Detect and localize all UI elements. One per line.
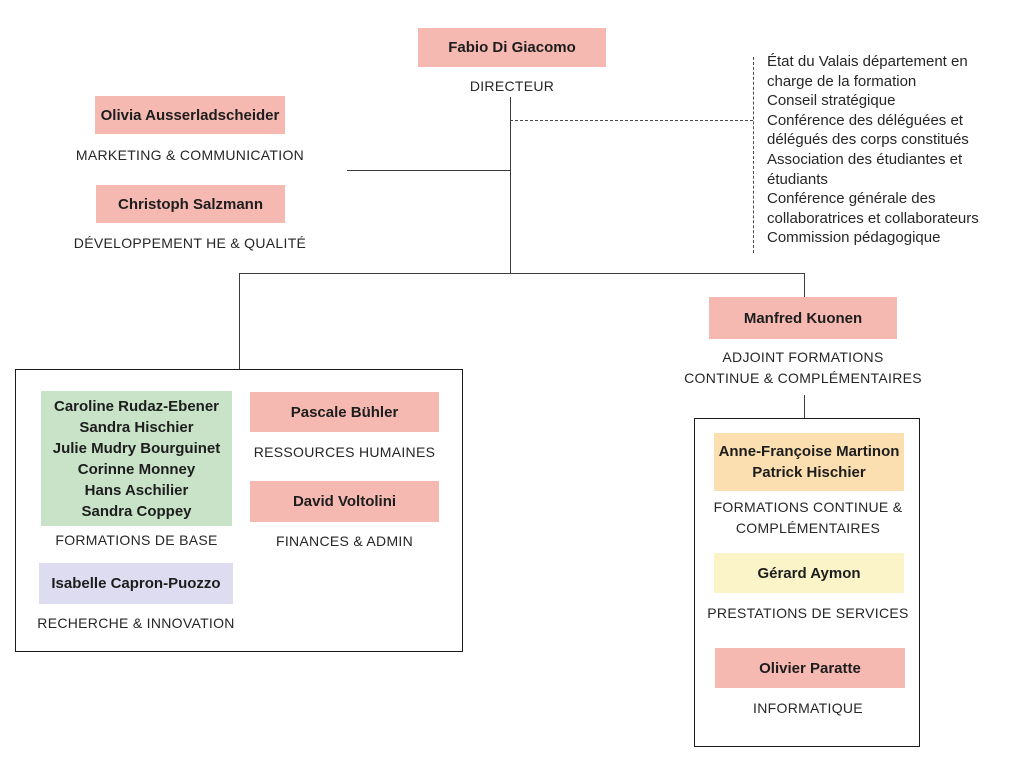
prestations-name-box: Gérard Aymon (714, 553, 904, 593)
connector-director-vertical (510, 97, 511, 273)
finances-admin-role-label: FINANCES & ADMIN (275, 533, 414, 549)
connector-adjoint-vertical (804, 395, 805, 418)
adjoint-role-label: ADJOINT FORMATIONS CONTINUE & COMPLÉMENT… (683, 347, 923, 389)
finances-admin-name: David Voltolini (292, 493, 397, 510)
member-name: Sandra Hischier (79, 418, 194, 436)
marketing-name-box: Olivia Ausserladscheider (95, 96, 285, 134)
advisory-item: Conférence générale des collaboratrices … (767, 190, 979, 227)
connector-left-branch-vertical (239, 273, 240, 369)
informatique-name: Olivier Paratte (759, 659, 861, 677)
marketing-name: Olivia Ausserladscheider (100, 106, 280, 124)
development-name: Christoph Salzmann (117, 195, 263, 213)
informatique-name-box: Olivier Paratte (715, 648, 905, 688)
marketing-role-label: MARKETING & COMMUNICATION (75, 147, 305, 163)
connector-right-branch-vertical (804, 273, 805, 298)
member-name: Sandra Coppey (81, 502, 192, 520)
formations-continue-role-line1: FORMATIONS CONTINUE & (713, 499, 903, 515)
advisory-item: État du Valais département en charge de … (767, 53, 968, 90)
advisory-item: Association des étudiantes et étudiants (767, 150, 963, 188)
formations-continue-members-box: Anne-Françoise Martinon Patrick Hischier (714, 433, 904, 491)
adjoint-name-box: Manfred Kuonen (709, 297, 897, 339)
advisory-item: Commission pédagogique (767, 229, 941, 247)
member-name: Anne-Françoise Martinon (718, 443, 900, 460)
adjoint-role-line2: CONTINUE & COMPLÉMENTAIRES (684, 370, 922, 386)
member-name: Corinne Monney (77, 460, 196, 478)
member-name: Julie Mudry Bourguinet (52, 439, 221, 457)
informatique-role-label: INFORMATIQUE (753, 700, 863, 716)
adjoint-role-line1: ADJOINT FORMATIONS (722, 349, 884, 365)
development-name-box: Christoph Salzmann (96, 185, 285, 223)
recherche-innovation-name-box: Isabelle Capron-Puozzo (39, 563, 233, 604)
director-role-label: DIRECTEUR (469, 78, 555, 94)
director-name-box: Fabio Di Giacomo (418, 28, 606, 67)
member-name: Hans Aschilier (84, 481, 189, 499)
prestations-name: Gérard Aymon (757, 564, 861, 582)
advisory-item: Conseil stratégique (767, 92, 896, 110)
advisory-dashed-vertical (753, 57, 754, 253)
ressources-humaines-role-label: RESSOURCES HUMAINES (253, 444, 436, 460)
ressources-humaines-name: Pascale Bühler (290, 403, 399, 421)
connector-staff-horizontal (347, 170, 510, 171)
formations-continue-role-label: FORMATIONS CONTINUE & COMPLÉMENTAIRES (695, 497, 921, 539)
adjoint-name: Manfred Kuonen (743, 309, 863, 327)
formations-continue-role-line2: COMPLÉMENTAIRES (735, 520, 881, 536)
formations-de-base-members-box: Caroline Rudaz-Ebener Sandra Hischier Ju… (41, 391, 232, 526)
formations-de-base-role-label: FORMATIONS DE BASE (55, 532, 218, 548)
left-unit-panel: Caroline Rudaz-Ebener Sandra Hischier Ju… (15, 369, 463, 652)
connector-main-horizontal (239, 273, 805, 274)
finances-admin-name-box: David Voltolini (250, 481, 439, 522)
ressources-humaines-name-box: Pascale Bühler (250, 392, 439, 432)
recherche-innovation-role-label: RECHERCHE & INNOVATION (37, 615, 235, 631)
director-name: Fabio Di Giacomo (448, 39, 576, 56)
development-role-label: DÉVELOPPEMENT HE & QUALITÉ (73, 235, 307, 251)
recherche-innovation-name: Isabelle Capron-Puozzo (51, 575, 221, 592)
member-name: Patrick Hischier (752, 464, 866, 481)
prestations-role-label: PRESTATIONS DE SERVICES (707, 605, 909, 621)
right-unit-panel: Anne-Françoise Martinon Patrick Hischier… (694, 418, 920, 747)
connector-advisory-dashed-horizontal (510, 120, 753, 121)
advisory-panel: État du Valais département en charge de … (767, 52, 999, 248)
member-name: Caroline Rudaz-Ebener (53, 397, 220, 415)
advisory-item: Conférence des déléguées et délégués des… (767, 111, 969, 149)
